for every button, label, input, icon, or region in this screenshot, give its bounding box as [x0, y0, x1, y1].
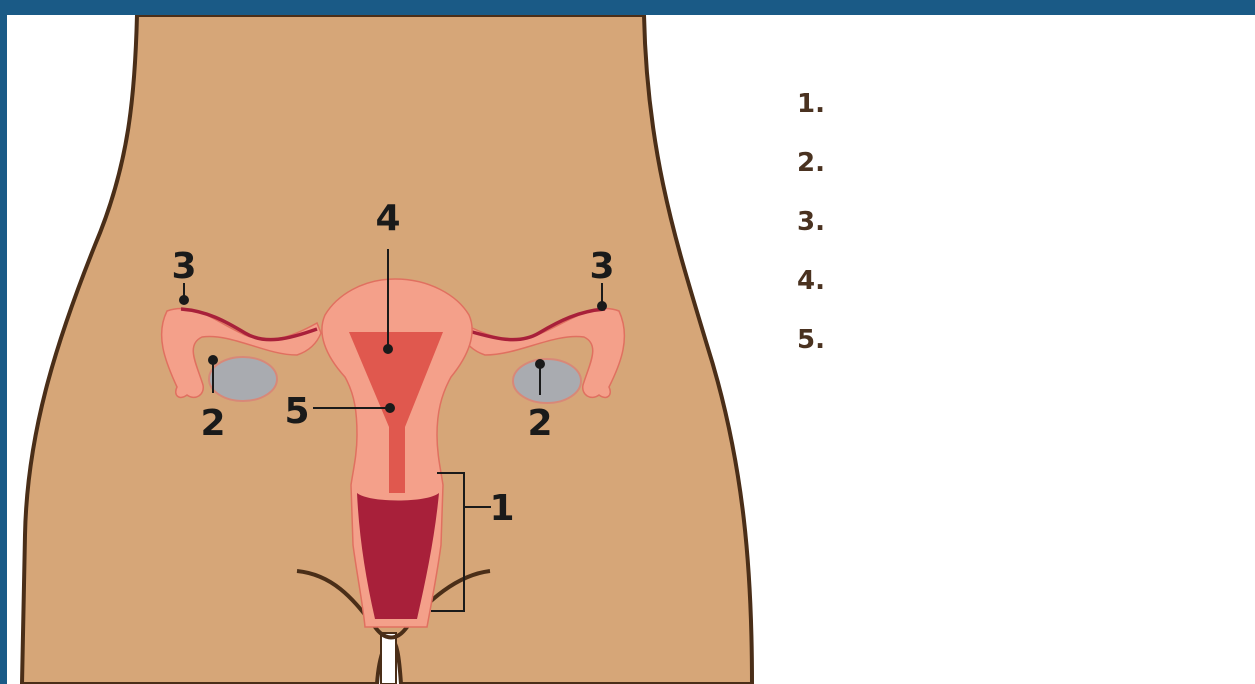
left-ovary [209, 357, 277, 401]
answer-item-3: 3. [797, 193, 825, 252]
pointer-tube-right-dot [598, 302, 606, 310]
pointer-ovary-left-dot [209, 356, 217, 364]
anatomy-diagram: 4 5 3 3 2 2 1 [7, 15, 1255, 684]
label-ovary-left: 2 [200, 403, 225, 444]
answer-list: 1. 2. 3. 4. 5. [797, 75, 825, 370]
label-cervix: 5 [284, 391, 309, 432]
pointer-tube-left-dot [180, 296, 188, 304]
answer-item-4: 4. [797, 252, 825, 311]
label-uterus: 4 [375, 198, 400, 239]
pointer-uterus-dot [384, 345, 392, 353]
label-vagina: 1 [489, 488, 514, 529]
pointer-cervix-dot [386, 404, 394, 412]
leg-gap [381, 633, 396, 684]
answer-item-2: 2. [797, 134, 825, 193]
label-ovary-right: 2 [527, 403, 552, 444]
right-ovary [513, 359, 581, 403]
answer-item-1: 1. [797, 75, 825, 134]
label-tube-right: 3 [589, 246, 614, 287]
label-tube-left: 3 [171, 246, 196, 287]
answer-item-5: 5. [797, 311, 825, 370]
pointer-ovary-right-dot [536, 360, 544, 368]
cervical-canal [389, 425, 405, 493]
